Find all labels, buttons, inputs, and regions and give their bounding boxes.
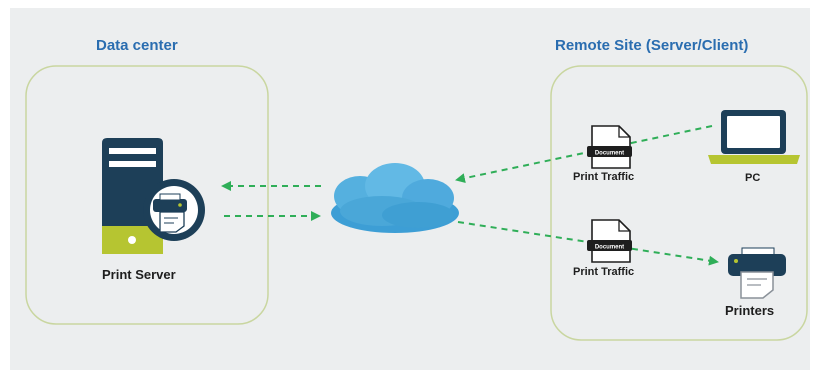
document-icon-upper [587,125,632,169]
diagram-graphics: Document Document [25,65,808,341]
remote-site-region [550,65,808,341]
print-server-label: Print Server [102,267,176,282]
laptop-icon [708,110,800,164]
print-traffic-label-lower: Print Traffic [573,266,635,278]
document-icon-lower [587,219,632,263]
printers-label: Printers [725,303,775,318]
cloud-icon [331,163,459,233]
doc-badge-lower: Document [595,245,624,251]
data-center-region [25,65,269,325]
pc-label: PC [745,172,761,184]
doc-badge-upper: Document [595,151,624,157]
data-center-title: Data center [96,37,178,54]
print-traffic-label-upper: Print Traffic [573,171,635,183]
diagram-canvas: Document Document Data center Remote Sit… [10,8,810,370]
remote-site-title: Remote Site (Server/Client) [555,37,749,54]
printer-icon [728,247,786,299]
server-printer-badge-icon [143,179,205,241]
